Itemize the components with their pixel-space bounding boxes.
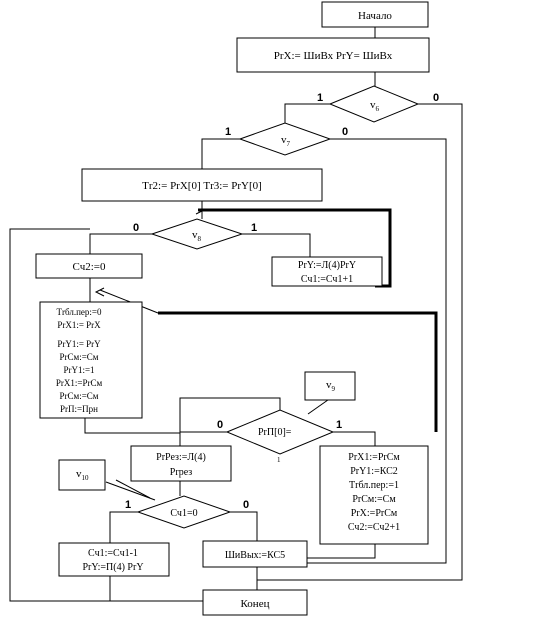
- decision-sch1: Сч1=0 1 0: [125, 495, 249, 529]
- dec-line-2: PrY:=П(4) PrY: [82, 562, 143, 573]
- v10-callout: v10: [58, 459, 106, 491]
- out-process: ШиВых:=КС5: [202, 540, 308, 568]
- out-text: ШиВых:=КС5: [225, 550, 285, 561]
- prp-no: 0: [217, 419, 223, 431]
- prp-label: PrП[0]=: [258, 427, 292, 438]
- loop-arrow-head: [94, 287, 105, 297]
- start-terminator: Начало: [321, 1, 429, 28]
- sch1-label: Сч1=0: [170, 508, 197, 519]
- right-line-5: PrX:=PrСм: [351, 508, 398, 519]
- v10-label: v10: [76, 468, 89, 482]
- decision-prp: PrП[0]= 1 0 1: [217, 409, 342, 464]
- v8-no: 0: [133, 222, 139, 234]
- loop-arrow-main: [158, 311, 438, 432]
- v8-yes: 1: [251, 222, 257, 234]
- sch2-process: Сч2:=0: [35, 253, 143, 279]
- big-process: Тrбл.пер:=0 PrX1:= PrX PrY1:= PrY PrСм:=…: [39, 301, 143, 419]
- prres-line-2: Prрез: [170, 467, 192, 478]
- shift-line-1: PrY:=Л(4)PrY: [298, 260, 356, 271]
- shift-line-2: Сч1:=Сч1+1: [301, 274, 353, 285]
- right-process: PrX1:=PrСм PrY1:=КС2 Тrбл.пер:=1 PrСм:=С…: [319, 445, 429, 545]
- dec-process: Сч1:=Сч1-1 PrY:=П(4) PrY: [58, 542, 170, 577]
- big-line-2: PrX1:= PrX: [57, 320, 101, 330]
- end-terminator: Конец: [202, 589, 308, 616]
- big-line-3: PrY1:= PrY: [57, 339, 101, 349]
- v6-no: 0: [433, 92, 439, 104]
- big-line-7: PrСм:=См: [60, 391, 99, 401]
- big-line-8: PrП:=Прн: [60, 404, 98, 414]
- v6-yes: 1: [317, 92, 323, 104]
- sch1-yes: 1: [125, 499, 131, 511]
- tr-text: Тr2:= PrX[0] Тr3:= PrY[0]: [142, 180, 262, 192]
- loop-arrow-top-head: [195, 209, 205, 215]
- prres-process: PrРез:=Л(4) Prрез: [130, 445, 232, 482]
- big-line-1: Тrбл.пер:=0: [57, 307, 102, 317]
- big-line-5: PrY1:=1: [63, 365, 94, 375]
- right-line-4: PrСм:=См: [352, 494, 396, 505]
- v7-label: v7: [281, 134, 291, 148]
- v7-yes: 1: [225, 126, 231, 138]
- right-line-6: Сч2:=Сч2+1: [348, 522, 400, 533]
- right-line-1: PrX1:=PrСм: [348, 452, 400, 463]
- sch2-text: Сч2:=0: [73, 261, 106, 273]
- init-text: PrX:= ШиВх PrY= ШиВх: [274, 50, 393, 62]
- right-line-2: PrY1:=КС2: [350, 466, 398, 477]
- sch1-no: 0: [243, 499, 249, 511]
- v6-label: v6: [370, 99, 380, 113]
- right-line-3: Тrбл.пер:=1: [349, 480, 399, 491]
- start-label: Начало: [358, 10, 392, 22]
- decision-v6: v6 1 0: [317, 85, 439, 123]
- decision-v8: v8 0 1: [133, 218, 257, 250]
- shift-process: PrY:=Л(4)PrY Сч1:=Сч1+1: [271, 256, 383, 287]
- end-label: Конец: [241, 598, 270, 610]
- big-line-6: PrX1:=PrСм: [56, 378, 103, 388]
- v7-no: 0: [342, 126, 348, 138]
- decision-v7: v7 1 0: [225, 122, 348, 156]
- dec-line-1: Сч1:=Сч1-1: [88, 548, 138, 559]
- prp-sub: 1: [277, 456, 281, 464]
- init-process: PrX:= ШиВх PrY= ШиВх: [236, 37, 430, 73]
- v8-label: v8: [192, 229, 202, 243]
- big-line-4: PrСм:=См: [60, 352, 99, 362]
- v9-label: v9: [326, 379, 336, 393]
- prres-line-1: PrРез:=Л(4): [156, 452, 206, 463]
- v9-callout: v9: [304, 371, 356, 401]
- connector-lines: [9, 27, 463, 602]
- prp-yes: 1: [336, 419, 342, 431]
- tr-process: Тr2:= PrX[0] Тr3:= PrY[0]: [81, 168, 323, 202]
